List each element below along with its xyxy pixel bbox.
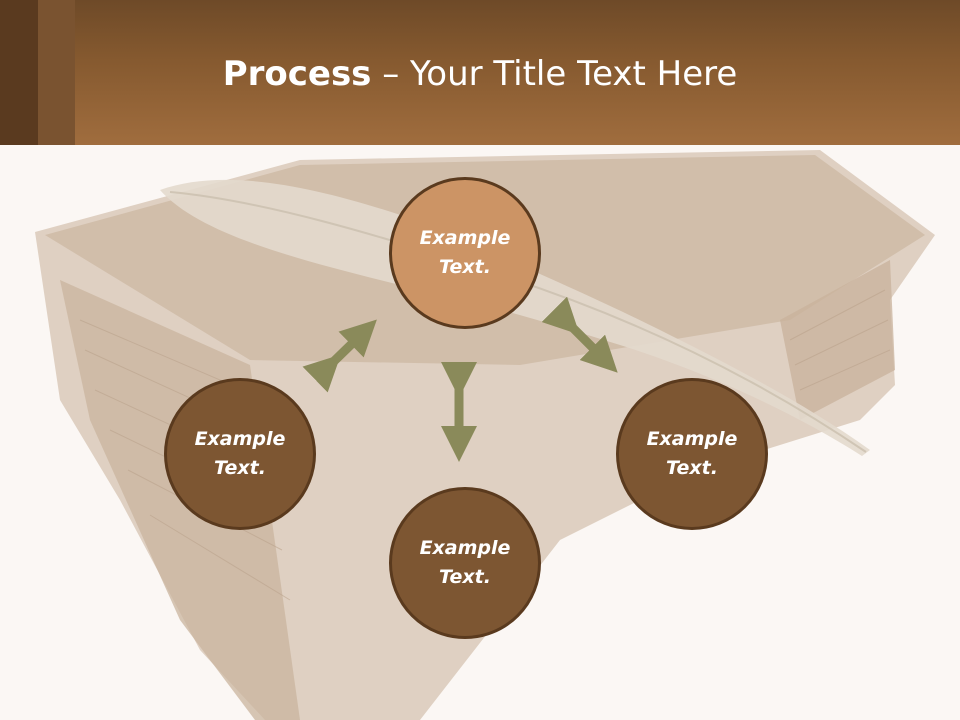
title-bar-accent-light [38,0,75,145]
node-left-line2: Text. [214,457,266,479]
slide-title-rest: – Your Title Text Here [371,54,738,94]
double-arrow-top-left-icon [302,319,377,393]
node-right-line1: Example [646,428,738,450]
node-right-line2: Text. [666,457,718,479]
node-left-line1: Example [194,428,286,450]
slide-title-bold: Process [222,54,372,94]
node-top-line1: Example [419,227,511,249]
double-arrow-top-right-icon [541,296,618,373]
title-bar-accent-dark [0,0,38,145]
node-top-line2: Text. [439,256,491,278]
slide-title[interactable]: Process – Your Title Text Here [0,52,960,96]
title-bar: Process – Your Title Text Here [0,0,960,145]
node-bottom-line2: Text. [439,566,491,588]
node-bottom-line1: Example [419,537,511,559]
